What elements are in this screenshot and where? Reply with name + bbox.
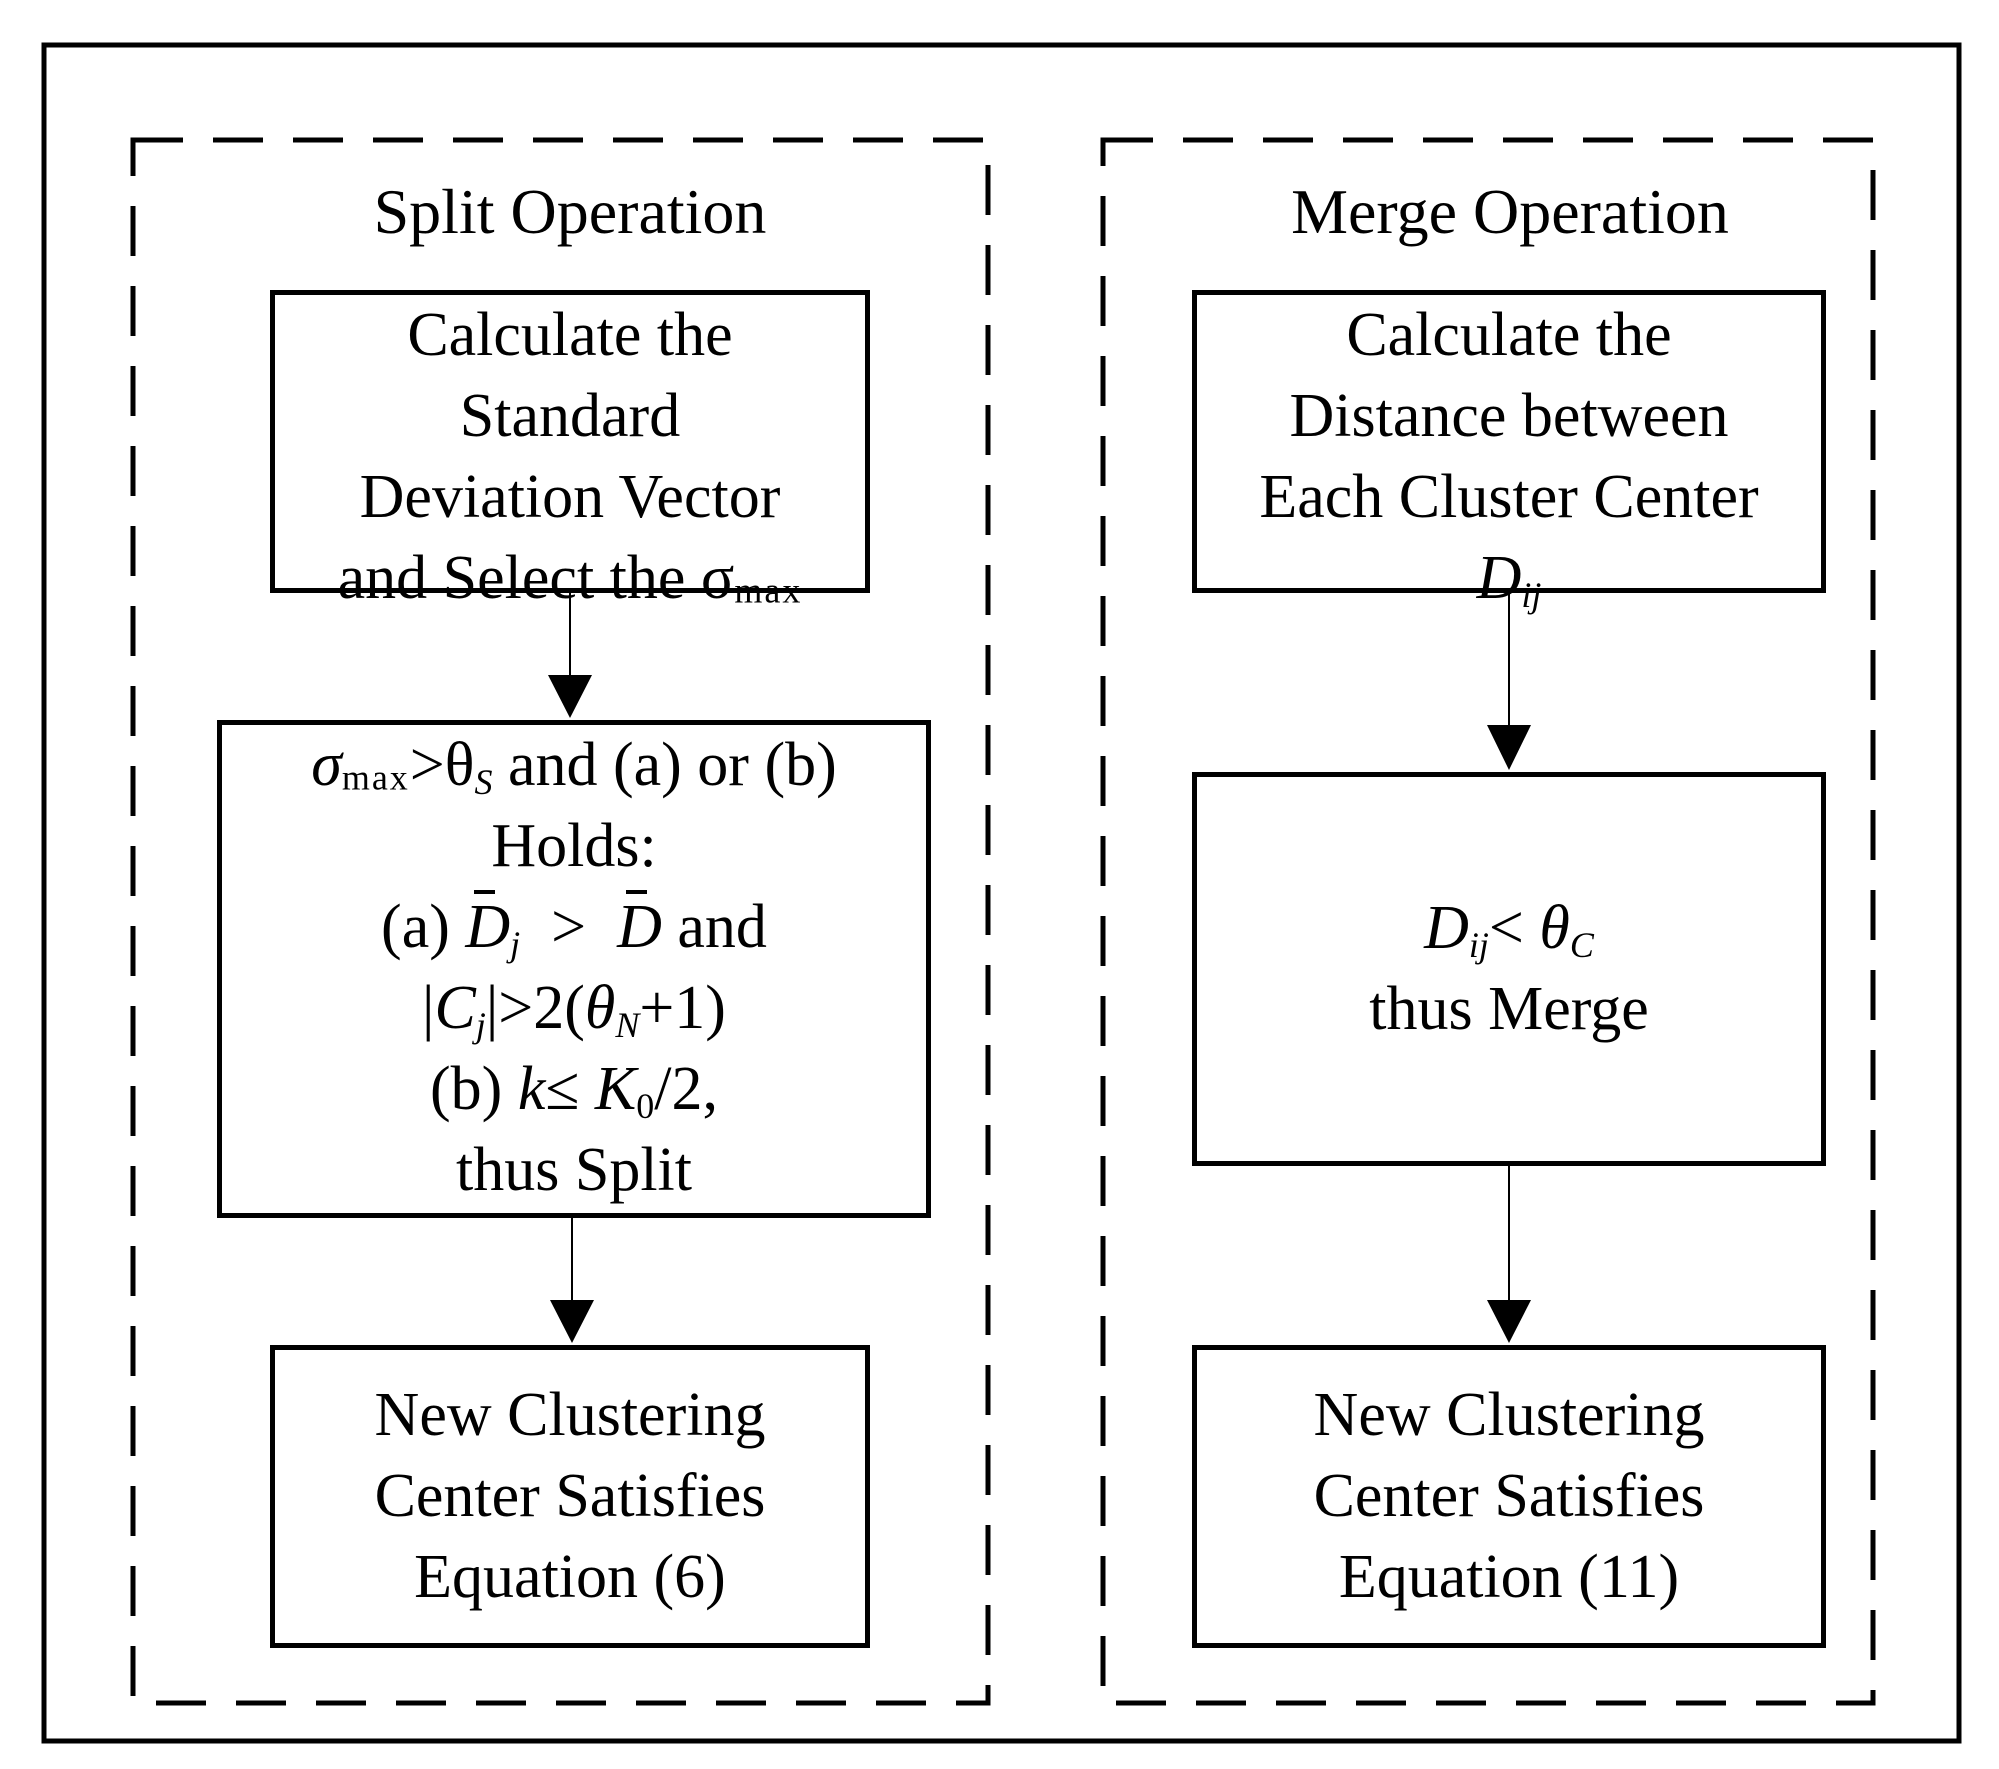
split-condition-holds: Holds: [491, 812, 657, 880]
merge-step1-line2: Distance between [1289, 382, 1729, 450]
split-step-standard-deviation: Calculate the Standard Deviation Vector … [270, 290, 870, 612]
split-step-new-center: New Clustering Center Satisfies Equation… [270, 1345, 870, 1648]
split-step-condition: σmax>θS and (a) or (b) Holds: (a) Dj > D… [217, 720, 931, 1218]
split-step1-line3: Deviation Vector [359, 463, 781, 531]
merge-group-dashed-border [1100, 137, 1876, 1706]
split-result-line2: Center Satisfies [374, 1462, 766, 1530]
split-arrow-1-head [548, 675, 592, 718]
merge-step1-dij: Dij [1476, 544, 1542, 615]
split-result-line1: New Clustering [374, 1381, 766, 1449]
split-step1-line2: Standard [459, 382, 681, 450]
split-title: Split Operation [373, 176, 767, 247]
merge-step1-line1: Calculate the [1346, 301, 1672, 369]
outer-border [41, 42, 1962, 1744]
split-step1-line4: and Select the σmax [337, 544, 803, 612]
merge-step1-line3: Each Cluster Center [1259, 463, 1759, 531]
merge-condition-line1: Dij< θC [1424, 894, 1594, 965]
merge-result-line3: Equation (11) [1338, 1543, 1680, 1611]
merge-step-new-center: New Clustering Center Satisfies Equation… [1192, 1345, 1826, 1648]
split-result-line3: Equation (6) [414, 1543, 726, 1611]
merge-step-condition: Dij< θC thus Merge [1192, 772, 1826, 1166]
merge-arrow-2-head [1487, 1300, 1531, 1343]
split-condition-line1: σmax>θS and (a) or (b) [311, 731, 837, 802]
merge-step-distance: Calculate the Distance between Each Clus… [1192, 290, 1826, 613]
split-arrow-2-head [550, 1300, 594, 1343]
merge-arrow-1-head [1487, 725, 1531, 770]
merge-result-line2: Center Satisfies [1313, 1462, 1705, 1530]
split-condition-b: (b) k≤ K0/2, [430, 1055, 718, 1126]
merge-title: Merge Operation [1291, 176, 1729, 247]
split-condition-cj: |Cj|>2(θN+1) [422, 974, 726, 1045]
split-condition-a: (a) Dj > D and [381, 887, 767, 968]
merge-result-line1: New Clustering [1313, 1381, 1705, 1449]
split-condition-thus: thus Split [455, 1136, 692, 1204]
split-group-dashed-border [130, 137, 991, 1706]
split-step1-line1: Calculate the [407, 301, 733, 369]
merge-condition-thus: thus Merge [1369, 975, 1649, 1043]
